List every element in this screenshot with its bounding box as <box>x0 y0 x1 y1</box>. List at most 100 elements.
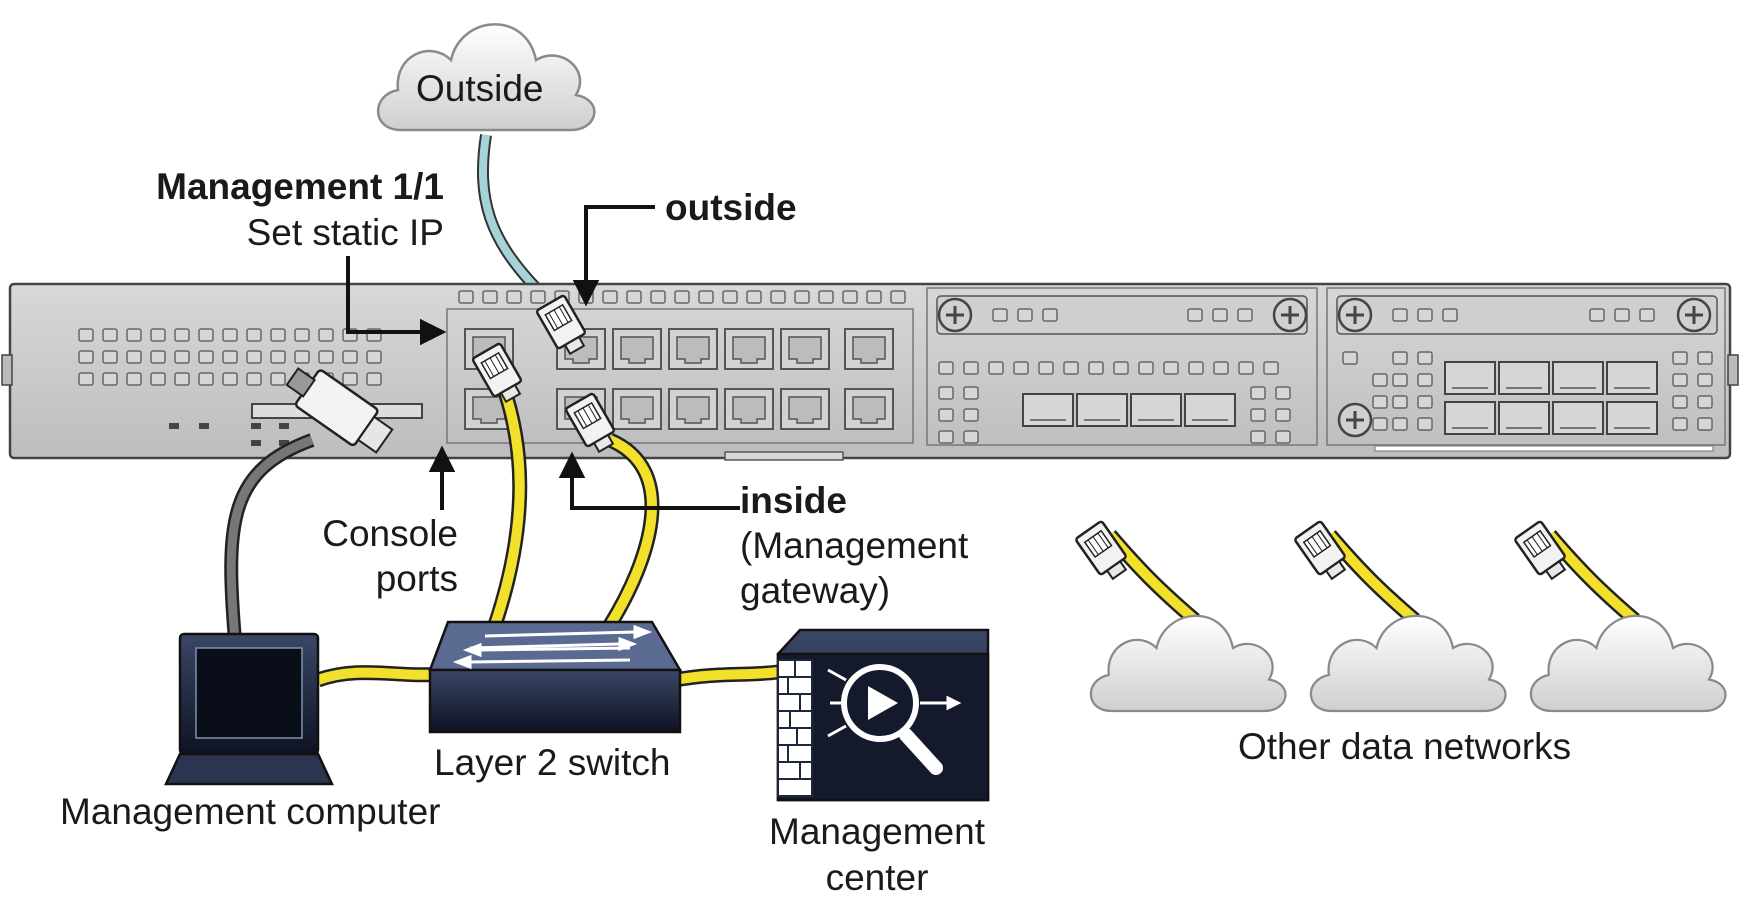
vent-slot <box>1442 308 1458 322</box>
vent-slot <box>294 328 310 342</box>
vent-slot <box>150 350 166 364</box>
vent-slot <box>770 290 786 304</box>
vent-slot <box>222 328 238 342</box>
vent-slot <box>602 290 618 304</box>
vent-slot <box>1042 308 1058 322</box>
switch-icon <box>428 620 683 734</box>
vent-slot <box>126 328 142 342</box>
vent-slot <box>1250 430 1266 444</box>
vent-slot <box>530 290 546 304</box>
vent-slot <box>270 350 286 364</box>
vent-slot <box>938 430 954 444</box>
vent-slot <box>1417 373 1433 387</box>
vent-slot <box>150 328 166 342</box>
vent-slot <box>1113 361 1129 375</box>
vent-slot <box>1250 386 1266 400</box>
vent-slot <box>126 350 142 364</box>
vent-slot <box>1017 308 1033 322</box>
screw-icon <box>1272 297 1308 333</box>
sfp-slot <box>1444 361 1496 395</box>
vent-slot <box>198 328 214 342</box>
vent-slot <box>992 308 1008 322</box>
sfp-slot <box>1444 401 1496 435</box>
management-arrow <box>346 256 447 346</box>
firewall-icon <box>777 659 813 797</box>
firewall-chassis <box>1 282 1739 461</box>
vent-slot <box>674 290 690 304</box>
vent-slot <box>626 290 642 304</box>
sfp-slot <box>1022 393 1074 427</box>
vent-slot <box>1238 361 1254 375</box>
vent-slot <box>78 328 94 342</box>
console-connector-icon <box>285 367 394 454</box>
vent-slot <box>1417 351 1433 365</box>
sfp-slot <box>1606 361 1658 395</box>
ethernet-port <box>668 328 718 370</box>
vent-slot <box>842 290 858 304</box>
management-port-subtitle: Set static IP <box>246 212 444 253</box>
vent-slot <box>458 290 474 304</box>
vent-slot <box>342 372 358 386</box>
sfp-slot <box>1498 401 1550 435</box>
outside-arrow <box>572 205 655 307</box>
vent-slot <box>342 350 358 364</box>
vent-slot <box>1138 361 1154 375</box>
vent-slot <box>78 372 94 386</box>
vent-slot <box>722 290 738 304</box>
vent-slot <box>198 350 214 364</box>
outside-interface-label: outside <box>665 187 797 228</box>
vent-slot <box>1672 351 1688 365</box>
ethernet-port <box>612 388 662 430</box>
vent-slot <box>102 328 118 342</box>
vent-slot <box>246 350 262 364</box>
vent-slot <box>938 361 954 375</box>
vent-slot <box>102 372 118 386</box>
data-network-1 <box>1074 519 1287 713</box>
vent-slot <box>938 386 954 400</box>
switch-center-cable <box>673 664 779 688</box>
vent-slot <box>1639 308 1655 322</box>
vent-slot <box>963 361 979 375</box>
vent-slot <box>963 408 979 422</box>
sfp-slot <box>1498 361 1550 395</box>
vent-slot <box>222 372 238 386</box>
vent-slot <box>318 350 334 364</box>
vent-slot <box>1392 395 1408 409</box>
vent-slot <box>294 350 310 364</box>
inside-note-line1: (Management <box>740 525 969 566</box>
vent-slot <box>1013 361 1029 375</box>
other-networks-label: Other data networks <box>1238 726 1572 767</box>
ethernet-port <box>724 388 774 430</box>
cloud-icon <box>1089 614 1287 713</box>
center-label-line2: center <box>825 857 929 898</box>
vent-slot <box>1263 361 1279 375</box>
vent-slot <box>506 290 522 304</box>
vent-slot <box>1275 408 1291 422</box>
vent-slot <box>366 372 382 386</box>
vent-slot <box>963 386 979 400</box>
screw-icon <box>1337 297 1373 333</box>
rj45-connector-icon <box>1293 519 1353 585</box>
center-label-line1: Management <box>769 811 985 852</box>
vent-slot <box>1063 361 1079 375</box>
ethernet-port <box>668 388 718 430</box>
vent-slot <box>318 328 334 342</box>
sfp-slot <box>1606 401 1658 435</box>
vent-slot <box>818 290 834 304</box>
vent-slot <box>1417 395 1433 409</box>
vent-slot <box>1237 308 1253 322</box>
vent-slot <box>1417 417 1433 431</box>
vent-slot <box>746 290 762 304</box>
ethernet-port <box>844 328 894 370</box>
vent-slot <box>270 372 286 386</box>
vent-slot <box>1672 395 1688 409</box>
vent-slot <box>1275 430 1291 444</box>
data-network-2 <box>1293 519 1507 713</box>
vent-slot <box>1372 373 1388 387</box>
sfp-slot <box>1552 401 1604 435</box>
console-label-line2: ports <box>375 558 458 599</box>
laptop-icon <box>164 632 334 786</box>
vent-slot <box>102 350 118 364</box>
sfp-slot <box>1130 393 1182 427</box>
